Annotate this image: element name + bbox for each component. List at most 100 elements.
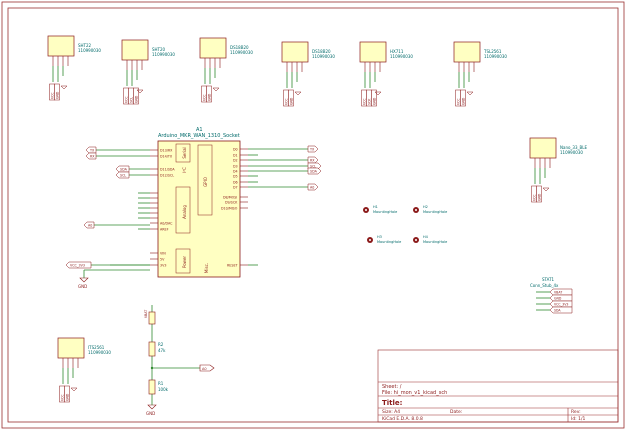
- mcu-right-pin: D8/MOSI: [223, 196, 237, 200]
- voltage-divider: VBAT R2 47k R1 100k A0 GND: [144, 305, 215, 416]
- tb-size: Size: A4: [382, 409, 400, 415]
- r2-value: 47k: [158, 348, 166, 353]
- gnd-label-mcu: GND: [78, 284, 87, 289]
- mcu-left-net-label: SDA: [120, 168, 128, 172]
- sensor-net-label: VCC: [284, 98, 288, 105]
- sensor-value: 110990030: [312, 54, 335, 59]
- conn-ref: STAT1: [542, 277, 555, 282]
- sensor-net-label: VCC: [60, 394, 64, 401]
- conn-pin-label: VCC_3V3: [554, 302, 568, 306]
- tb-id: Id: 1/1: [571, 416, 586, 422]
- mcu-section-label: Misc.: [204, 263, 209, 273]
- hole-ref: H2: [423, 205, 428, 209]
- sensor-ref: DS18B20: [230, 45, 249, 50]
- mcu-right-pin: D6: [233, 181, 238, 185]
- mcu-left-pin: A0/DAC: [160, 222, 173, 226]
- conn-pin-label: VBAT: [554, 290, 562, 294]
- sensor-ref: TSL2561: [483, 49, 502, 54]
- mcu-section-label: Power: [182, 256, 187, 268]
- mcu-left-pin: AREF: [160, 228, 169, 232]
- mcu-body: [157, 140, 241, 278]
- gnd-label-divider: GND: [146, 411, 155, 416]
- sensor-net-label: GND: [134, 95, 138, 103]
- mcu-power-net: GND: [78, 264, 150, 289]
- conn-pin-label: SDA: [554, 308, 561, 312]
- mcu-right-pin: D4: [233, 170, 238, 174]
- title-block-text: Sheet: / File: hi_mon_v1_kicad_sch Title…: [382, 384, 586, 422]
- mcu-left-net-label: A0: [88, 224, 92, 228]
- mcu-left-pin: 5V: [160, 258, 165, 262]
- mcu-left-net-label: SCL: [120, 174, 126, 178]
- sensor-net-label: VCC: [532, 194, 536, 201]
- sensor-net-label: VCC: [50, 92, 54, 99]
- mcu-right-net-label: RX: [310, 159, 315, 163]
- mcu-section-label: Serial: [182, 147, 187, 158]
- hole-ref: H3: [377, 235, 382, 239]
- sensor-value: 110990030: [88, 350, 111, 355]
- vbat-label: VBAT: [144, 310, 148, 318]
- tb-sheet: Sheet: /: [382, 384, 402, 390]
- mcu-right-net-label: TX: [309, 148, 315, 152]
- mounting-holes: H1MountingHoleH2MountingHoleH3MountingHo…: [363, 205, 447, 244]
- sensor-net-label: VCC: [124, 96, 128, 103]
- mcu-left-net-label: VCC_3V3: [70, 264, 85, 268]
- tb-kicad: KiCad E.D.A. 8.0.8: [382, 416, 423, 422]
- hole-value: MountingHole: [423, 240, 447, 244]
- mcu-right-pin: D2: [233, 159, 238, 163]
- resistor-r1[interactable]: [148, 379, 156, 395]
- sensor-net-label: GND: [65, 393, 69, 401]
- mcu-right-pin: D0: [233, 148, 238, 152]
- sensor-value: 110990030: [484, 54, 507, 59]
- mcu-right-pin: D3: [233, 165, 238, 169]
- mcu-left-net-label: RX: [90, 155, 95, 159]
- mcu-symbol[interactable]: A1 Arduino_MKR_WAN_1310_Socket SerialI²C…: [150, 127, 248, 278]
- sensor-net-label: GND: [537, 193, 541, 201]
- mcu-left-pin: D11/SDA: [160, 168, 175, 172]
- mcu-section-label: Analog: [182, 205, 187, 219]
- sensor-net-label: SCL: [129, 97, 133, 103]
- hole-ref: H1: [373, 205, 378, 209]
- sensor-ref: Nano_33_BLE: [560, 145, 587, 150]
- conn-value: Conn_Stub_4x: [530, 283, 559, 288]
- mcu-right-net-label: SDA: [310, 170, 318, 174]
- resistor-r2[interactable]: [148, 341, 156, 357]
- sensor-value: 110990030: [78, 48, 101, 53]
- hole-value: MountingHole: [377, 240, 401, 244]
- divider-a0-label: A0: [202, 367, 207, 371]
- mcu-ref: A1: [196, 127, 203, 133]
- mcu-right-pin: D7: [233, 186, 238, 190]
- sensor-net-label: GND: [55, 91, 59, 99]
- hole-value: MountingHole: [373, 210, 397, 214]
- mcu-right-pin: RESET: [227, 264, 239, 268]
- mcu-section-label: I²C: [182, 167, 187, 173]
- mcu-value: Arduino_MKR_WAN_1310_Socket: [158, 133, 240, 139]
- r1-value: 100k: [158, 387, 169, 392]
- r1-ref: R1: [158, 381, 164, 386]
- sensor-net-label: SCK: [367, 98, 371, 105]
- mcu-right-pin: D9/SCK: [225, 201, 238, 205]
- sensor-net-label: GND: [289, 97, 293, 105]
- mcu-left-pin: VIN: [160, 252, 166, 256]
- conn-pin-label: GND: [554, 296, 562, 300]
- mcu-right-pin: D5: [233, 175, 238, 179]
- sensor-value: 110990030: [390, 54, 413, 59]
- mcu-right-net-label: SCL: [310, 165, 316, 169]
